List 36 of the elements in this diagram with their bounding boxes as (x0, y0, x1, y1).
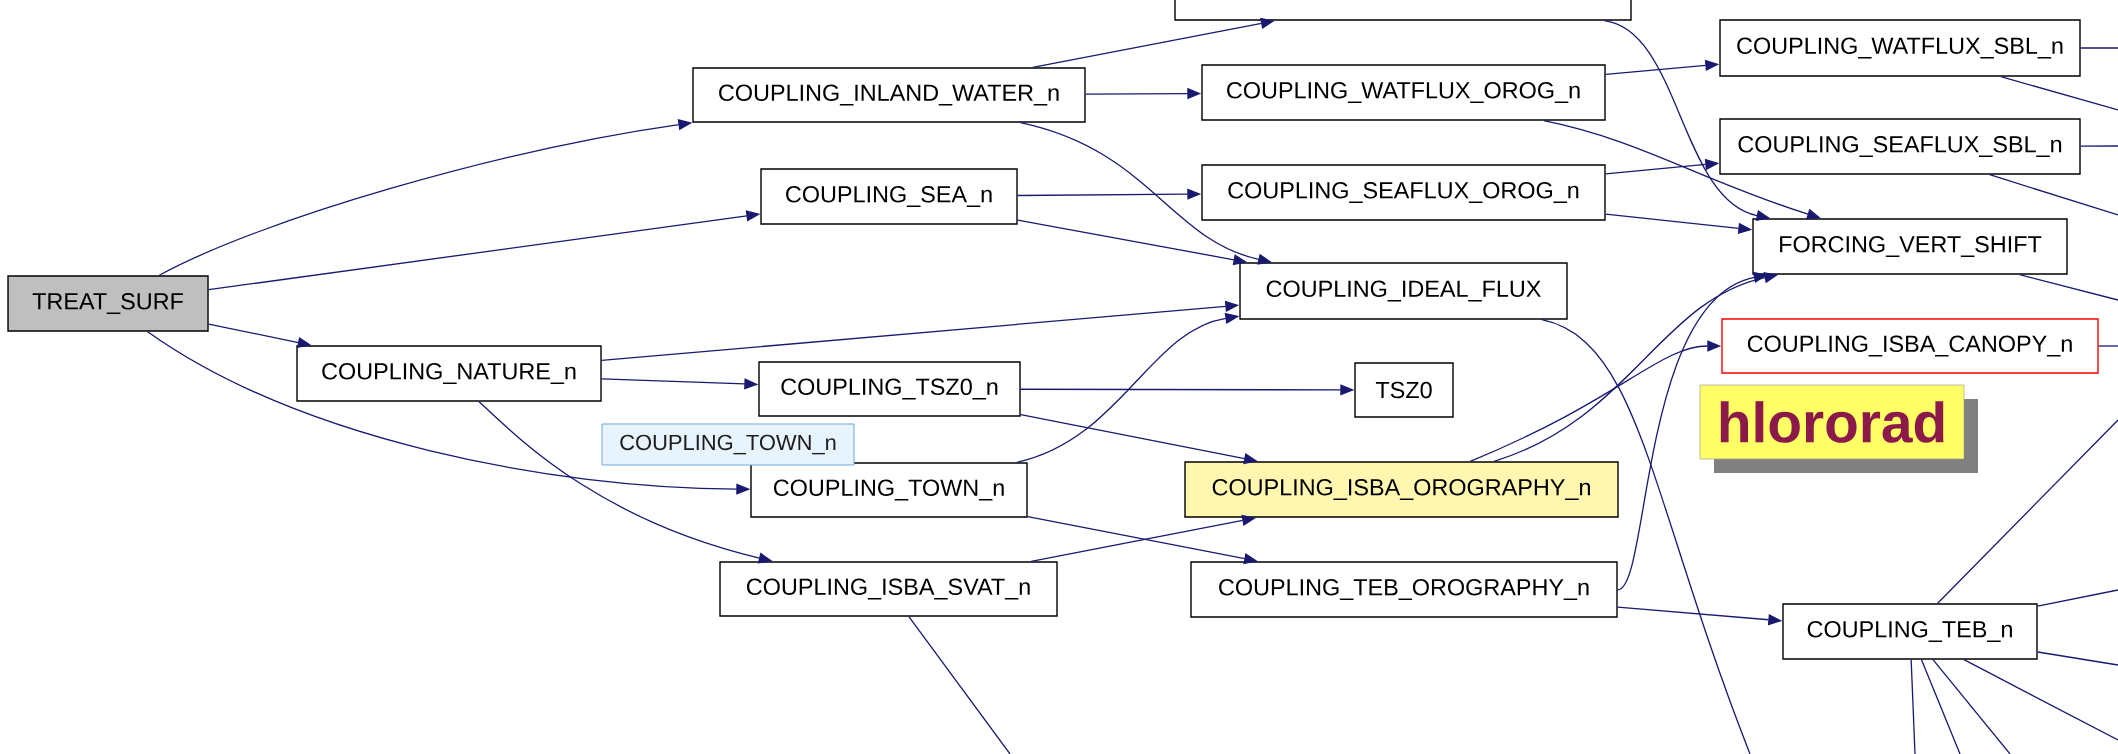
tooltip-box: hlororad (1699, 384, 1978, 473)
connector-line (2098, 345, 2118, 347)
connector-line (2037, 651, 2118, 666)
function-box: COUPLING_NATURE_n (296, 345, 602, 402)
connector-line (1963, 659, 2118, 741)
function-box: COUPLING_TOWN_n (750, 462, 1028, 518)
tooltip-box: COUPLING_TOWN_n (601, 423, 855, 466)
function-box: COUPLING_TEB_n (1782, 603, 2038, 660)
function-box (1174, 0, 1632, 21)
connector-line (1937, 419, 2118, 604)
function-box: TSZ0 (1354, 362, 1454, 418)
function-box: COUPLING_ISBA_OROGRAPHY_n (1184, 461, 1619, 518)
function-box: COUPLING_SEA_n (760, 168, 1018, 225)
connector-line (2080, 47, 2118, 49)
function-box: COUPLING_INLAND_WATER_n (692, 67, 1086, 123)
connector-line (2018, 274, 2118, 301)
connector-line (1920, 659, 1961, 754)
function-box: COUPLING_SEAFLUX_OROG_n (1201, 164, 1606, 221)
connector-line (1989, 174, 2118, 216)
function-box: COUPLING_IDEAL_FLUX (1239, 262, 1568, 320)
function-box: COUPLING_SEAFLUX_SBL_n (1719, 118, 2081, 175)
connector-line (1932, 659, 2011, 754)
function-box: TREAT_SURF (7, 275, 209, 332)
function-box: COUPLING_TEB_OROGRAPHY_n (1190, 561, 1618, 618)
connector-line (2000, 76, 2118, 111)
connector-line (1910, 659, 1916, 754)
function-box: COUPLING_ISBA_SVAT_n (719, 561, 1058, 617)
function-box: COUPLING_ISBA_CANOPY_n (1721, 318, 2099, 374)
function-box: COUPLING_WATFLUX_OROG_n (1201, 64, 1606, 121)
connector-line (2037, 589, 2118, 607)
connector-line (2080, 145, 2118, 147)
connector-line (1541, 319, 1751, 754)
connector-line (908, 616, 1011, 754)
function-box: FORCING_VERT_SHIFT (1752, 218, 2068, 275)
function-box: COUPLING_TSZ0_n (758, 361, 1021, 417)
function-box: COUPLING_WATFLUX_SBL_n (1719, 19, 2081, 77)
